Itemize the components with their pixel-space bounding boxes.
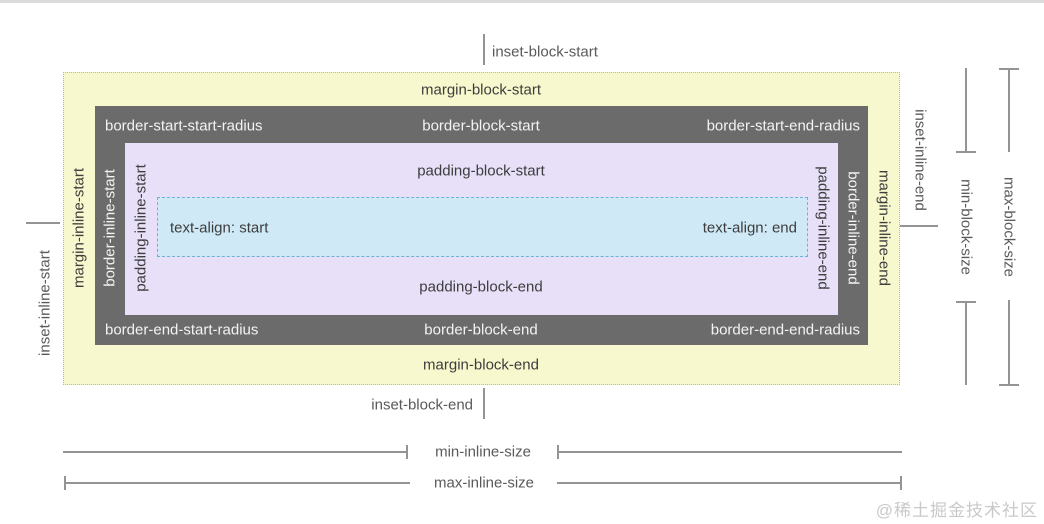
- max-block-size-line-lower: [1008, 300, 1010, 386]
- padding-block-end-label: padding-block-end: [419, 278, 543, 296]
- max-block-size-cap-lower: [999, 384, 1019, 386]
- min-inline-size-label: min-inline-size: [435, 443, 531, 461]
- margin-inline-end-label: margin-inline-end: [875, 170, 893, 286]
- text-align-end-label: text-align: end: [702, 219, 797, 237]
- content-area: [157, 197, 808, 257]
- inset-block-end-label: inset-block-end: [371, 396, 473, 414]
- watermark-text: @稀土掘金技术社区: [875, 501, 1038, 520]
- border-inline-end-label: border-inline-end: [844, 171, 862, 285]
- max-block-size-line-upper: [1008, 68, 1010, 152]
- border-end-end-radius-label: border-end-end-radius: [710, 321, 860, 339]
- max-inline-size-label: max-inline-size: [433, 474, 535, 492]
- top-edge-divider: [0, 0, 1044, 3]
- inset-inline-start-tick: [26, 222, 60, 224]
- text-align-start-label: text-align: start: [170, 219, 269, 237]
- padding-inline-end-label: padding-inline-end: [814, 166, 832, 290]
- inset-inline-start-label: inset-inline-start: [36, 250, 54, 356]
- min-inline-size-cap-right: [557, 445, 559, 459]
- max-inline-size-line-left: [64, 482, 410, 484]
- border-start-start-radius-label: border-start-start-radius: [105, 117, 263, 135]
- border-start-end-radius-label: border-start-end-radius: [706, 117, 860, 135]
- margin-block-start-label: margin-block-start: [420, 81, 542, 99]
- max-inline-size-cap-left: [64, 476, 66, 490]
- min-block-size-cap-upper: [956, 151, 976, 153]
- inset-inline-end-tick: [900, 225, 938, 227]
- min-inline-size-cap-left: [406, 445, 408, 459]
- min-block-size-line-lower: [965, 301, 967, 385]
- border-end-start-radius-label: border-end-start-radius: [105, 321, 259, 339]
- border-block-end-label: border-block-end: [424, 321, 538, 339]
- max-block-size-cap-upper: [999, 68, 1019, 70]
- max-block-size-label: max-block-size: [1000, 176, 1018, 278]
- margin-block-end-label: margin-block-end: [423, 356, 539, 374]
- padding-inline-start-label: padding-inline-start: [132, 164, 150, 292]
- min-block-size-line-upper: [965, 68, 967, 152]
- min-inline-size-line-left: [63, 451, 407, 453]
- inset-block-end-tick: [483, 388, 485, 419]
- border-inline-start-label: border-inline-start: [101, 169, 119, 287]
- inset-inline-end-label: inset-inline-end: [911, 109, 929, 211]
- inset-block-start-tick: [483, 34, 485, 65]
- margin-inline-start-label: margin-inline-start: [70, 167, 88, 289]
- inset-block-start-label: inset-block-start: [492, 43, 598, 61]
- border-block-start-label: border-block-start: [422, 117, 540, 135]
- min-inline-size-line-right: [557, 451, 902, 453]
- min-block-size-cap-lower: [956, 301, 976, 303]
- padding-block-start-label: padding-block-start: [417, 162, 545, 180]
- max-inline-size-cap-right: [900, 476, 902, 490]
- min-block-size-label: min-block-size: [957, 179, 975, 275]
- max-inline-size-line-right: [557, 482, 902, 484]
